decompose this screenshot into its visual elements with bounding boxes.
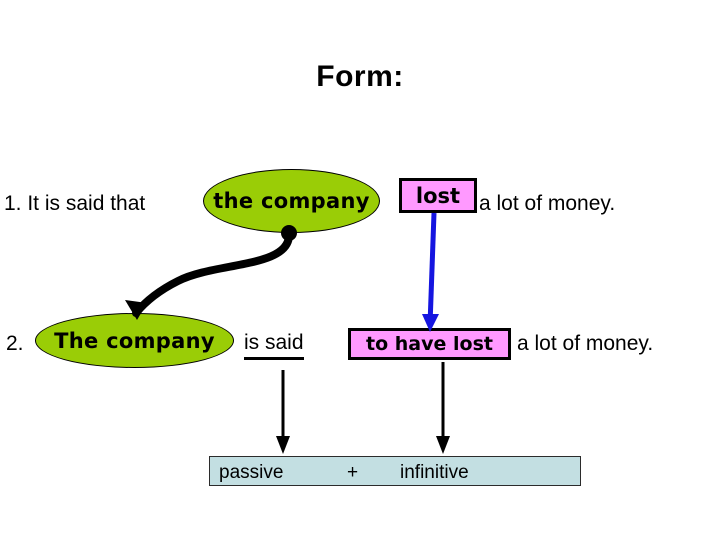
blue-arrow-shaft (427, 212, 437, 326)
line2-number-text: 2. (6, 332, 24, 355)
legend-plus-label: + (347, 462, 359, 483)
passive-verb-is-said: is said (244, 331, 304, 360)
blue-verb-transform-arrow (422, 212, 439, 332)
ellipse-subject-line1: the company (203, 169, 380, 233)
curve-path (132, 231, 293, 317)
box-verb-lost-label: lost (415, 183, 461, 208)
box-infinitive-to-have-lost: to have lost (348, 328, 511, 360)
ellipse-subject-line2: The company (35, 313, 234, 368)
ellipse-subject-line1-label: the company (213, 189, 370, 213)
passive-pointer-arrow (276, 370, 290, 454)
legend-infinitive-label: infinitive (400, 462, 469, 483)
infinitive-pointer-arrow (436, 362, 450, 454)
line1-lead-text: 1. It is said that (4, 192, 146, 215)
legend-box (209, 456, 581, 486)
line1-tail-text: a lot of money. (479, 192, 616, 215)
curved-subject-move-arrow (125, 225, 297, 320)
page-title: Form: (316, 60, 404, 93)
legend-passive-label: passive (219, 462, 284, 483)
box-infinitive-to-have-lost-label: to have lost (366, 333, 493, 355)
box-verb-lost: lost (399, 178, 477, 213)
line2-tail-text: a lot of money. (517, 332, 654, 355)
infinitive-arrowhead (436, 436, 450, 454)
ellipse-subject-line2-label: The company (54, 328, 215, 353)
passive-arrowhead (276, 436, 290, 454)
